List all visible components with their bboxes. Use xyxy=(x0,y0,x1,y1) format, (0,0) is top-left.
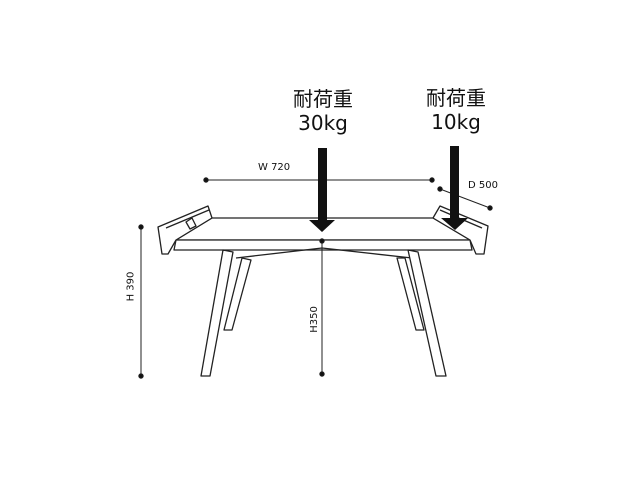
table-front-edge xyxy=(173,239,473,251)
left-rail-fold xyxy=(165,209,210,229)
load-arrows xyxy=(309,146,468,232)
right-rear-leg xyxy=(396,257,425,331)
depth-dimension-label: D 500 xyxy=(468,180,498,191)
seat-height-dimension-end xyxy=(319,371,325,377)
depth-dimension-line xyxy=(439,188,491,209)
seat-height-dimension-label: H350 xyxy=(308,306,320,333)
right-front-leg xyxy=(407,249,447,377)
left-rail xyxy=(157,205,213,255)
table-drawing xyxy=(157,205,489,377)
side-load-value: 10kg xyxy=(431,110,481,135)
height-dimension-end xyxy=(138,373,144,379)
depth-dimension-start xyxy=(437,186,443,192)
center-load-value: 30kg xyxy=(298,111,348,136)
width-dimension-end xyxy=(429,177,435,183)
depth-dimension-end xyxy=(487,205,493,211)
seat-height-dimension-start xyxy=(319,238,325,244)
width-dimension-label: W 720 xyxy=(258,162,291,173)
height-dimension-start xyxy=(138,224,144,230)
left-front-leg xyxy=(200,249,234,377)
width-dimension-start xyxy=(203,177,209,183)
side-load-title: 耐荷重 xyxy=(426,86,486,110)
center-load-label: 耐荷重 30kg xyxy=(270,87,376,136)
side-load-arrow xyxy=(441,146,468,230)
height-dimension-label: H 390 xyxy=(125,271,137,302)
center-load-title: 耐荷重 xyxy=(293,87,353,111)
left-rear-leg xyxy=(223,257,252,331)
left-handle xyxy=(185,217,197,230)
center-load-arrow xyxy=(309,148,335,232)
side-load-label: 耐荷重 10kg xyxy=(403,86,509,135)
